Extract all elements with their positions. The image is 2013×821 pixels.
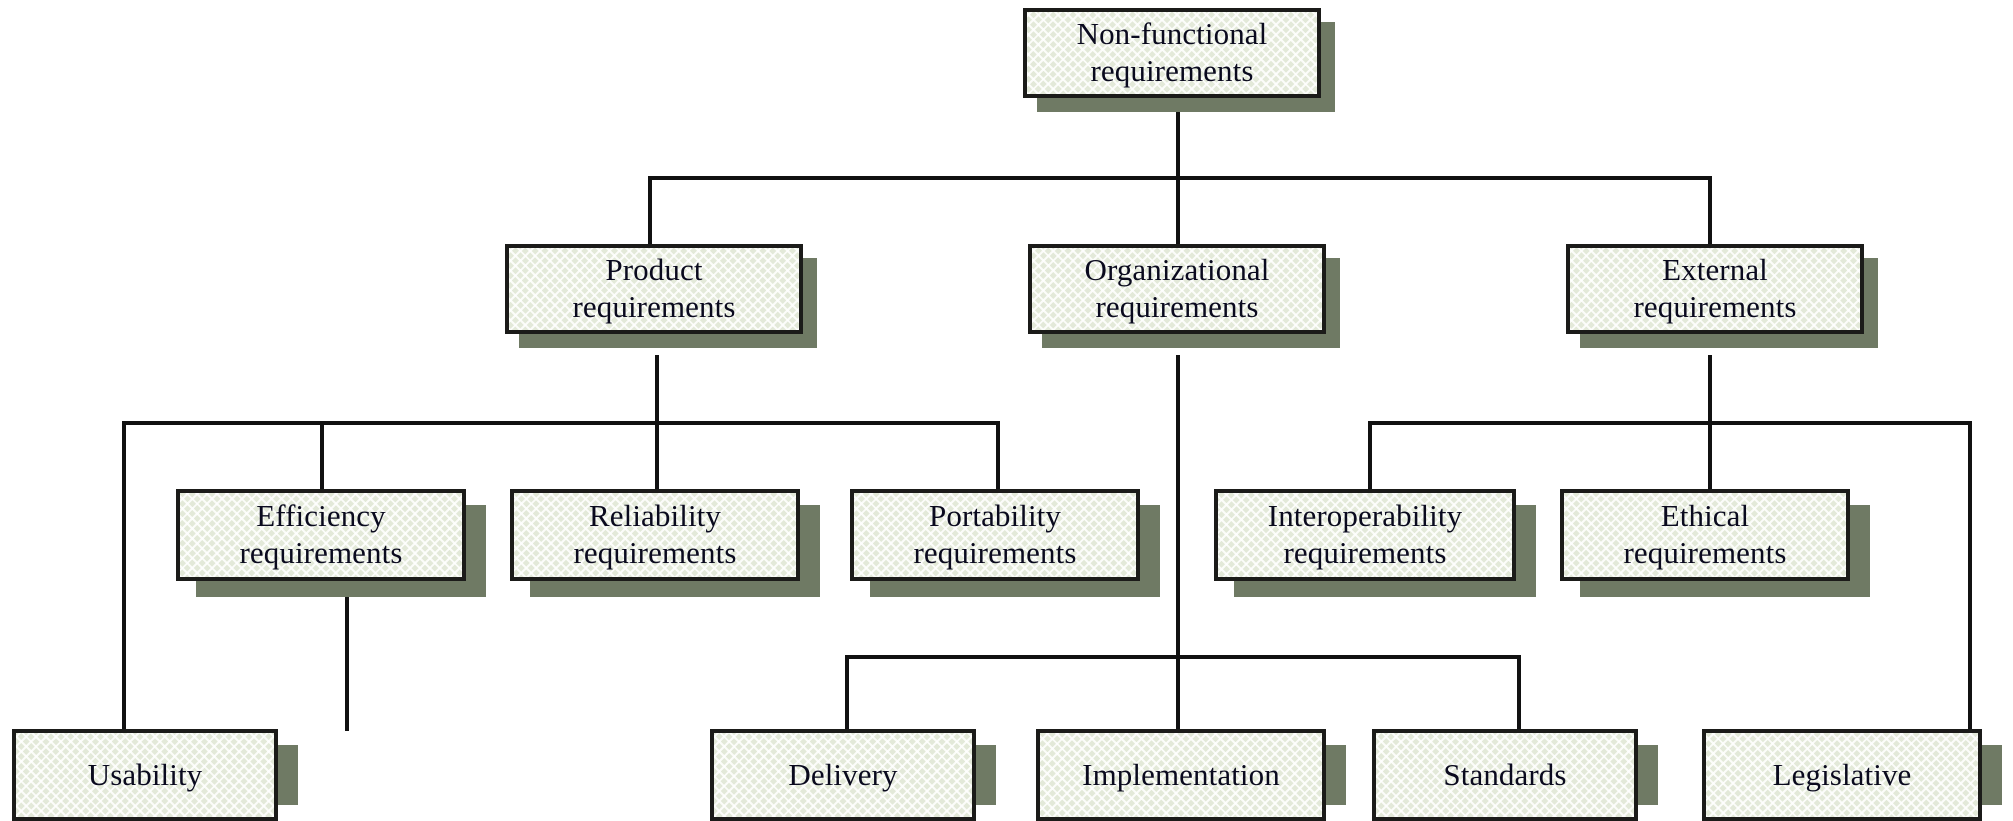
node-external-requirements[interactable]: External requirements xyxy=(1566,244,1864,334)
node-product-requirements[interactable]: Product requirements xyxy=(505,244,803,334)
edge-to-external xyxy=(1708,176,1712,246)
node-label: Organizational requirements xyxy=(1084,252,1270,324)
node-label: Non-functional requirements xyxy=(1076,16,1268,88)
edge-to-product xyxy=(648,176,652,246)
edge-to-delivery xyxy=(845,655,849,731)
diagram-canvas: Non-functional requirements Product requ… xyxy=(12,8,2002,821)
node-interoperability-requirements[interactable]: Interoperability requirements xyxy=(1214,489,1516,581)
edge-organizational-bus xyxy=(845,655,1521,659)
edge-external-bus xyxy=(1368,421,1972,425)
node-standards[interactable]: Standards xyxy=(1372,729,1638,821)
edge-external-to-legislative-stem xyxy=(1968,421,1972,731)
edge-to-ethical xyxy=(1708,421,1712,492)
node-label: Interoperability requirements xyxy=(1267,498,1463,570)
node-organizational-requirements[interactable]: Organizational requirements xyxy=(1028,244,1326,334)
node-label: Legislative xyxy=(1772,756,1912,792)
node-label: Implementation xyxy=(1082,756,1280,792)
edge-product-down xyxy=(655,355,659,421)
edge-external-down xyxy=(1708,355,1712,421)
edge-to-organizational xyxy=(1176,176,1180,246)
node-label: Delivery xyxy=(788,756,898,792)
edge-to-implementation xyxy=(1176,655,1180,731)
node-label: Portability requirements xyxy=(913,498,1077,570)
node-efficiency-requirements[interactable]: Efficiency requirements xyxy=(176,489,466,581)
edge-product-to-usability-stem xyxy=(122,421,126,731)
node-label: Efficiency requirements xyxy=(239,498,403,570)
node-non-functional-requirements[interactable]: Non-functional requirements xyxy=(1023,8,1321,98)
edge-to-portability xyxy=(996,421,1000,492)
edge-efficiency-down xyxy=(345,585,349,731)
node-portability-requirements[interactable]: Portability requirements xyxy=(850,489,1140,581)
node-ethical-requirements[interactable]: Ethical requirements xyxy=(1560,489,1850,581)
node-implementation[interactable]: Implementation xyxy=(1036,729,1326,821)
node-legislative[interactable]: Legislative xyxy=(1702,729,1982,821)
node-label: Ethical requirements xyxy=(1623,498,1787,570)
node-delivery[interactable]: Delivery xyxy=(710,729,976,821)
node-label: External requirements xyxy=(1633,252,1797,324)
edge-to-standards xyxy=(1517,655,1521,731)
edge-organizational-down xyxy=(1176,355,1180,655)
edge-to-efficiency xyxy=(320,421,324,492)
node-usability[interactable]: Usability xyxy=(12,729,278,821)
node-label: Usability xyxy=(87,756,203,792)
node-reliability-requirements[interactable]: Reliability requirements xyxy=(510,489,800,581)
node-label: Product requirements xyxy=(572,252,736,324)
node-label: Reliability requirements xyxy=(573,498,737,570)
edge-to-reliability xyxy=(655,421,659,492)
edge-to-interoperability xyxy=(1368,421,1372,492)
edge-root-down xyxy=(1176,90,1180,176)
node-label: Standards xyxy=(1443,756,1567,792)
edge-level2-bus xyxy=(648,176,1712,180)
edge-product-bus xyxy=(122,421,1000,425)
